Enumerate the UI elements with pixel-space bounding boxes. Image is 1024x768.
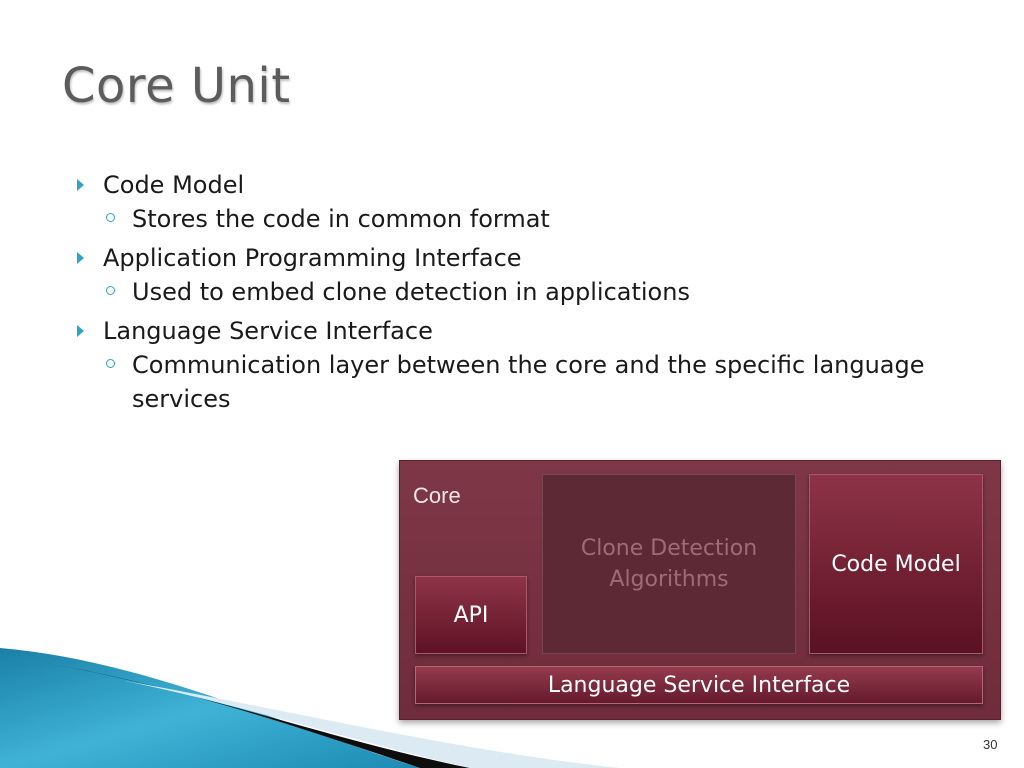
code-model-label: Code Model — [831, 551, 961, 577]
clone-detection-box: Clone Detection Algorithms — [542, 474, 796, 654]
triangle-bullet-icon — [77, 179, 84, 191]
sub-bullet-text: Stores the code in common format — [132, 205, 550, 233]
bullet-item: Application Programming Interface — [74, 241, 934, 275]
bullet-list: Code Model Stores the code in common for… — [74, 168, 934, 416]
sub-bullet-item: Communication layer between the core and… — [74, 348, 934, 416]
bullet-item: Language Service Interface — [74, 314, 934, 348]
sub-bullet-item: Used to embed clone detection in applica… — [74, 275, 934, 309]
sub-bullet-item: Stores the code in common format — [74, 202, 934, 236]
api-box: API — [415, 576, 527, 654]
circle-bullet-icon — [106, 359, 115, 368]
bullet-text: Code Model — [103, 171, 245, 199]
code-model-box: Code Model — [809, 474, 983, 654]
sub-bullet-text: Communication layer between the core and… — [132, 351, 925, 413]
core-diagram: Core Clone Detection Algorithms Code Mod… — [399, 460, 1001, 720]
clone-detection-line1: Clone Detection — [580, 536, 758, 561]
core-label: Core — [413, 483, 461, 508]
circle-bullet-icon — [106, 286, 115, 295]
sub-bullet-text: Used to embed clone detection in applica… — [132, 278, 690, 306]
triangle-bullet-icon — [77, 252, 84, 264]
decorative-swoosh — [0, 648, 620, 768]
clone-detection-line2: Algorithms — [609, 567, 729, 592]
bullet-text: Application Programming Interface — [103, 244, 522, 272]
language-service-interface-box: Language Service Interface — [415, 666, 983, 704]
language-service-interface-label: Language Service Interface — [547, 672, 851, 698]
circle-bullet-icon — [106, 213, 115, 222]
api-label: API — [453, 602, 489, 628]
bullet-item: Code Model — [74, 168, 934, 202]
bullet-text: Language Service Interface — [103, 317, 433, 345]
page-number: 30 — [983, 737, 998, 752]
triangle-bullet-icon — [77, 325, 84, 337]
slide-title: Core Unit — [62, 58, 291, 114]
